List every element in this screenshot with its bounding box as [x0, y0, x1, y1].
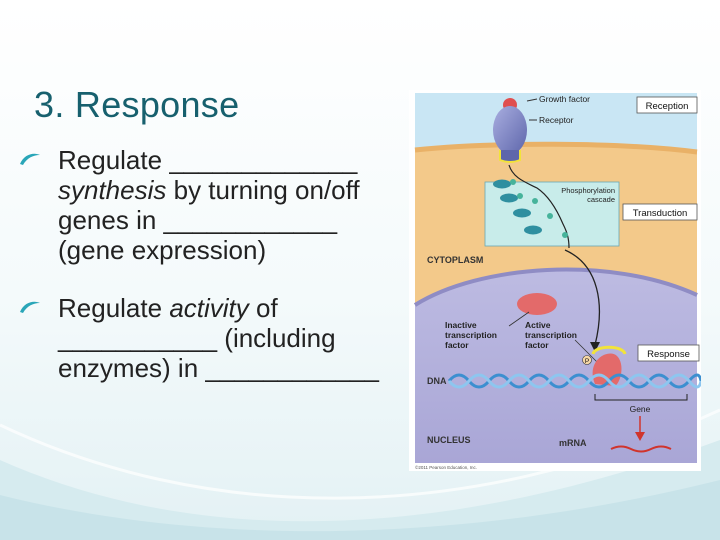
active-tf-label-3: factor [525, 340, 549, 350]
inactive-tf-label-1: Inactive [445, 320, 477, 330]
bullet-2-italic-word: activity [169, 293, 249, 323]
bullet-swoosh-icon [20, 153, 40, 165]
mrna-label: mRNA [559, 438, 587, 448]
growth-factor-label: Growth factor [539, 94, 590, 104]
bullet-2-line-1-text: Regulate [58, 293, 170, 323]
active-tf-label-2: transcription [525, 330, 577, 340]
gene-label: Gene [630, 404, 651, 414]
kinase-group [493, 179, 568, 238]
bullet-1-line-1-text: Regulate [58, 145, 170, 175]
response-box [637, 344, 700, 362]
nucleus-label: NUCLEUS [427, 435, 471, 445]
active-tf-label-1: Active [525, 320, 551, 330]
bullet-1-line-2-text: by turning on/off [166, 175, 360, 205]
plasma-membrane [414, 141, 698, 155]
bullet-item-activity: Regulate activity of ___________ (includ… [18, 293, 413, 383]
inactive-transcription-factor-icon [517, 293, 557, 315]
transduction-label: Transduction [633, 208, 688, 219]
bullet-2-line-2: ___________ (including [58, 323, 336, 353]
mrna-strand [610, 445, 672, 453]
receptor-icon [493, 106, 527, 154]
dna-label: DNA [427, 376, 447, 386]
cell-signaling-diagram: Growth factor Receptor Reception Phospho… [409, 90, 701, 471]
nuclear-envelope [413, 267, 698, 307]
reception-label: Reception [646, 101, 689, 112]
copyright-label: ©2011 Pearson Education, Inc. [415, 464, 477, 470]
phosphate-icon [582, 355, 592, 365]
transduction-box [622, 203, 698, 221]
phosphate-label: P [585, 358, 589, 365]
cascade-label: cascade [587, 195, 615, 204]
receptor-label: Receptor [539, 115, 574, 125]
response-label: Response [647, 349, 690, 360]
bullet-item-synthesis: Regulate _____________ synthesis by turn… [18, 145, 413, 265]
bullet-2-line-1-rest: of [248, 293, 278, 323]
slide-title: 3. Response [34, 84, 240, 125]
inactive-tf-label-2: transcription [445, 330, 497, 340]
bullet-2-line-3: enzymes) in ____________ [58, 353, 379, 383]
bullet-swoosh-icon [20, 301, 40, 313]
bullet-1-blank: _____________ [169, 145, 358, 175]
dna-helix [447, 373, 701, 389]
bullet-1-italic-word: synthesis [58, 175, 167, 205]
nucleus-region [415, 269, 697, 463]
cytoplasm-label: CYTOPLASM [427, 255, 483, 265]
reception-box [636, 96, 698, 114]
phosphorylation-label: Phosphorylation [561, 186, 615, 195]
bullet-1-line-3: genes in ____________ [58, 205, 338, 235]
bullet-1-line-4: (gene expression) [58, 235, 267, 265]
bullet-list: Regulate _____________ synthesis by turn… [18, 145, 413, 411]
inactive-tf-label-3: factor [445, 340, 469, 350]
